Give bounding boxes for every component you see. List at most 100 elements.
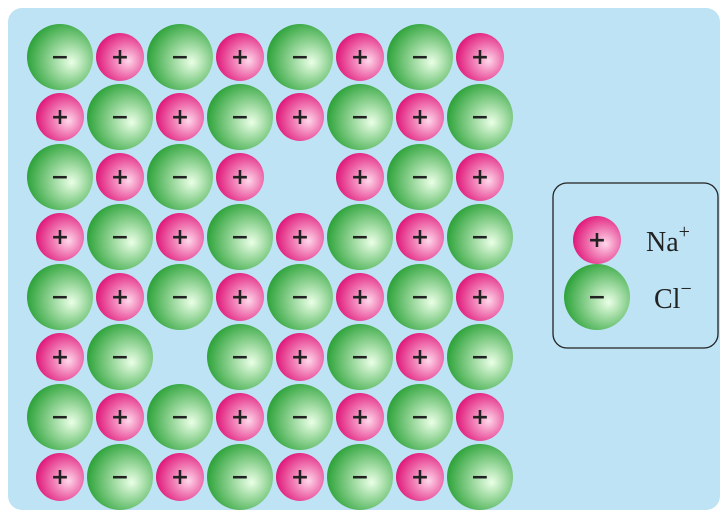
chloride-ion: − [387,384,453,450]
chloride-ion: − [207,84,273,150]
chloride-ion-charge-sign: − [471,465,489,490]
sodium-ion-sphere [216,393,264,441]
sodium-ion: + [396,453,444,501]
chloride-ion-sphere [267,384,333,450]
chloride-ion-sphere [87,444,153,510]
sodium-ion-charge-sign: + [291,345,309,370]
sodium-ion: + [396,93,444,141]
chloride-ion: − [387,144,453,210]
sodium-ion: + [396,213,444,261]
sodium-ion-sphere [216,33,264,81]
sodium-ion-charge-sign: + [351,45,369,70]
chloride-ion-sphere [447,444,513,510]
sodium-ion-sphere [336,393,384,441]
chloride-ion: − [447,84,513,150]
sodium-ion: + [336,393,384,441]
sodium-ion-charge-sign: + [471,285,489,310]
sodium-ion-charge-sign: + [171,225,189,250]
legend: + Na+ − Cl− [552,182,719,349]
chloride-ion-sphere [27,24,93,90]
chloride-ion-charge-sign: − [351,225,369,250]
chloride-ion: − [207,324,273,390]
legend-chloride-sphere-charge-sign: − [588,285,606,310]
sodium-ion-sphere [276,453,324,501]
sodium-ion-charge-sign: + [411,465,429,490]
sodium-ion-sphere [96,273,144,321]
chloride-ion-charge-sign: − [231,105,249,130]
sodium-ion-sphere [336,33,384,81]
chloride-ion-sphere [327,204,393,270]
chloride-ion-charge-sign: − [351,465,369,490]
sodium-ion-sphere [36,453,84,501]
sodium-ion-sphere [456,273,504,321]
chloride-ion-charge-sign: − [411,405,429,430]
chloride-ion-sphere [27,264,93,330]
sodium-ion: + [456,393,504,441]
chloride-ion-sphere [87,324,153,390]
chloride-ion: − [447,204,513,270]
sodium-ion: + [36,453,84,501]
sodium-ion: + [96,273,144,321]
sodium-ion-charge-sign: + [111,45,129,70]
chloride-ion: − [447,324,513,390]
sodium-ion-sphere [36,213,84,261]
sodium-ion-sphere [396,213,444,261]
chloride-ion: − [87,84,153,150]
chloride-ion-sphere [387,144,453,210]
legend-chloride-sphere: − [564,264,630,330]
chloride-ion-sphere [387,264,453,330]
sodium-ion-sphere [156,213,204,261]
legend-sodium-sphere: + [573,216,621,264]
chloride-ion-charge-sign: − [231,465,249,490]
chloride-ion-sphere [387,24,453,90]
chloride-ion-charge-sign: − [291,285,309,310]
chloride-ion-charge-sign: − [51,405,69,430]
chloride-ion: − [207,204,273,270]
sodium-ion: + [336,273,384,321]
sodium-ion: + [336,33,384,81]
sodium-ion: + [216,33,264,81]
chloride-ion-sphere [327,324,393,390]
sodium-ion-charge-sign: + [231,45,249,70]
sodium-ion: + [336,153,384,201]
sodium-ion: + [216,153,264,201]
sodium-ion-charge-sign: + [111,405,129,430]
sodium-ion-charge-sign: + [231,165,249,190]
sodium-ion: + [276,93,324,141]
sodium-ion-sphere [36,93,84,141]
sodium-ion-charge-sign: + [111,285,129,310]
sodium-ion: + [276,213,324,261]
sodium-ion-charge-sign: + [351,405,369,430]
chloride-ion-charge-sign: − [111,345,129,370]
sodium-ion-charge-sign: + [411,345,429,370]
chloride-ion: − [87,324,153,390]
chloride-ion-sphere [387,384,453,450]
sodium-ion-charge-sign: + [51,225,69,250]
chloride-ion-sphere [447,324,513,390]
chloride-ion-charge-sign: − [471,105,489,130]
chloride-ion-charge-sign: − [171,165,189,190]
chloride-ion-charge-sign: − [351,345,369,370]
chloride-ion-sphere [87,204,153,270]
chloride-ion: − [27,264,93,330]
chloride-ion-sphere [267,264,333,330]
sodium-ion: + [96,393,144,441]
chloride-ion-charge-sign: − [471,225,489,250]
chloride-ion: − [87,204,153,270]
chloride-ion-charge-sign: − [411,45,429,70]
legend-box [552,182,719,349]
chloride-ion-sphere [207,84,273,150]
sodium-ion: + [456,273,504,321]
sodium-ion-sphere [336,273,384,321]
chloride-ion-sphere [87,84,153,150]
chloride-ion-sphere [207,324,273,390]
chloride-ion: − [207,444,273,510]
chloride-ion-sphere [447,84,513,150]
chloride-ion: − [27,24,93,90]
chloride-ion-charge-sign: − [411,285,429,310]
sodium-ion: + [216,273,264,321]
sodium-ion-charge-sign: + [51,465,69,490]
chloride-ion: − [267,264,333,330]
chloride-ion-sphere [327,444,393,510]
